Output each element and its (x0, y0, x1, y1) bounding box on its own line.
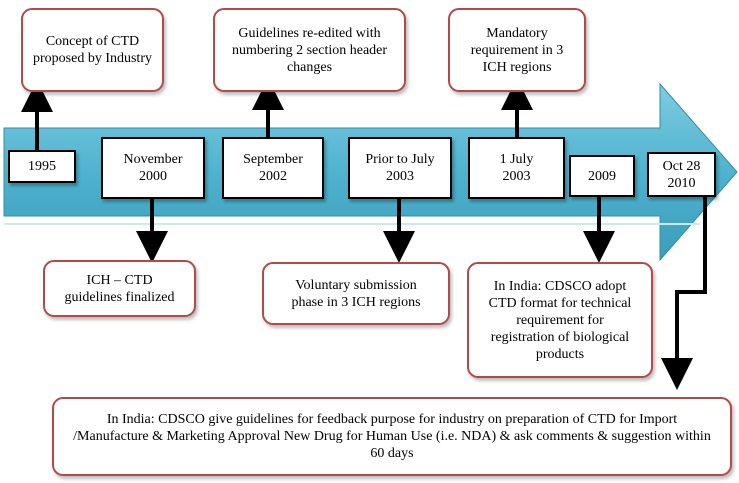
event-guidelines-re-edited: Guidelines re-edited with numbering 2 se… (213, 8, 406, 92)
event-text: In India: CDSCO give guidelines for feed… (73, 412, 711, 461)
event-voluntary-submission: Voluntary submission phase in 3 ICH regi… (262, 262, 450, 325)
event-text: Mandatory requirement in 3 ICH regions (470, 25, 564, 75)
date-2009: 2009 (569, 155, 635, 197)
event-text: Voluntary submission phase in 3 ICH regi… (291, 277, 421, 310)
event-text: Guidelines re-edited with numbering 2 se… (231, 25, 388, 75)
event-text: ICH – CTD guidelines finalized (64, 272, 175, 305)
event-text: Concept of CTD proposed by Industry (33, 34, 152, 66)
event-cdsco-guidelines: In India: CDSCO give guidelines for feed… (52, 397, 732, 476)
date-oct-2010: Oct 28 2010 (647, 152, 716, 197)
date-label: 1 July 2003 (499, 152, 534, 184)
date-label: September 2002 (243, 152, 303, 184)
date-label: Oct 28 2010 (662, 158, 701, 191)
event-ich-ctd-finalized: ICH – CTD guidelines finalized (43, 260, 196, 317)
date-label: November 2000 (123, 152, 183, 184)
connector-oct-2010 (661, 197, 707, 390)
date-label: 2009 (588, 168, 616, 184)
event-concept-ctd: Concept of CTD proposed by Industry (21, 8, 164, 92)
event-cdsco-adopt: In India: CDSCO adopt CTD format for tec… (467, 262, 653, 378)
date-sep-2002: September 2002 (222, 137, 324, 199)
date-label: Prior to July 2003 (365, 152, 435, 184)
event-mandatory-requirement: Mandatory requirement in 3 ICH regions (448, 8, 586, 92)
date-prior-july-2003: Prior to July 2003 (348, 137, 452, 199)
event-text: In India: CDSCO adopt CTD format for tec… (488, 278, 632, 362)
date-1995: 1995 (8, 150, 76, 183)
date-label: 1995 (28, 159, 56, 174)
date-1-july-2003: 1 July 2003 (468, 137, 565, 199)
date-nov-2000: November 2000 (101, 137, 205, 199)
